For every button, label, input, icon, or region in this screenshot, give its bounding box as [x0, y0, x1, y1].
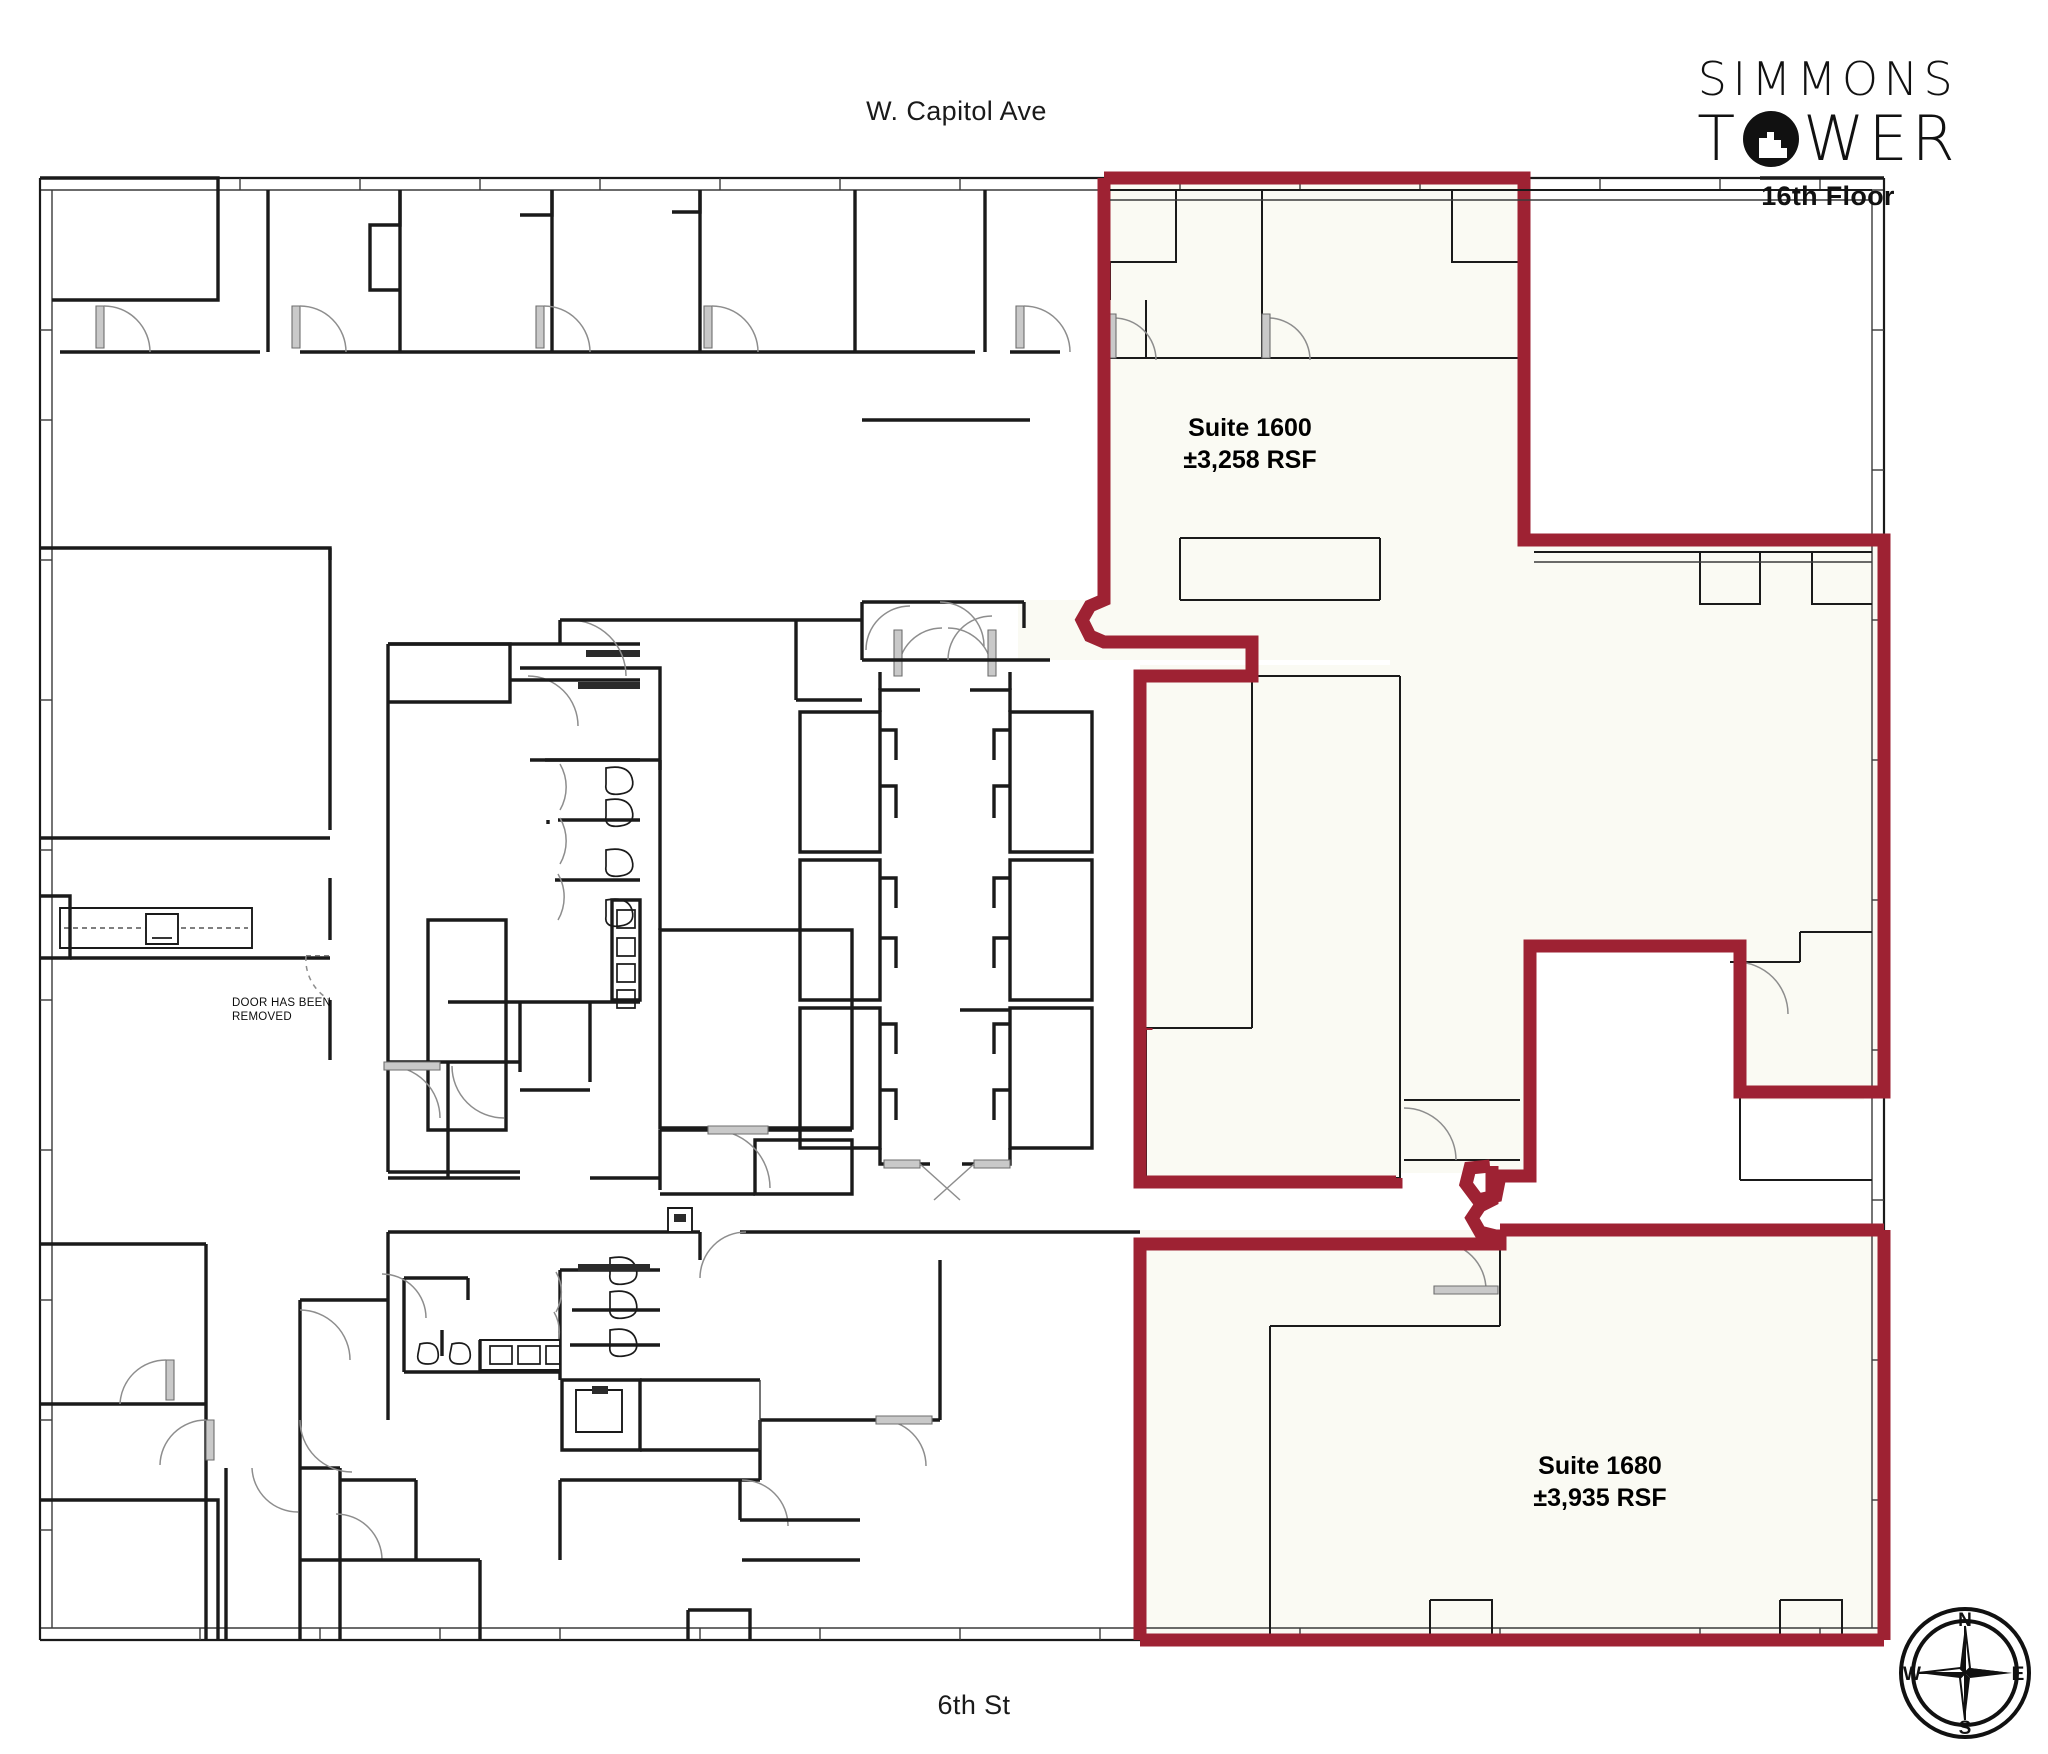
- suite-1600-label: Suite 1600 ±3,258 RSF: [1100, 412, 1400, 476]
- elevator-lobby: [798, 627, 1094, 1201]
- building-tower-circle-mark-icon: [1742, 110, 1800, 168]
- logo-tower-prefix: T: [1697, 102, 1740, 175]
- compass-north: N: [1958, 1610, 1972, 1631]
- suite-1680-fill: [1140, 1230, 1880, 1640]
- door-removed-note: DOOR HAS BEEN REMOVED: [232, 997, 332, 1024]
- core-service-rooms: [383, 918, 854, 1196]
- suite-1680-area: ±3,935 RSF: [1533, 1484, 1667, 1512]
- suite-1600-area: ±3,258 RSF: [1183, 446, 1317, 474]
- west-large-rooms: [40, 546, 342, 1640]
- suite-1680-outline: [1133, 1166, 1891, 1647]
- corridor-fixture: [667, 1207, 693, 1233]
- suite-1600-outline: [1074, 171, 1891, 1208]
- building-logo: SIMMONS T WER 16th Floor: [1658, 56, 1998, 212]
- core-lower-restrooms: [381, 1256, 761, 1452]
- logo-tower-suffix: WER: [1803, 102, 1959, 175]
- center-rooms: [298, 1170, 860, 1640]
- suite-1680-label: Suite 1680 ±3,935 RSF: [1450, 1450, 1750, 1514]
- street-label-south: 6th St: [937, 1690, 1011, 1720]
- core-upper-restrooms: [386, 642, 662, 1172]
- compass-east: E: [2012, 1664, 2025, 1685]
- compass-rose-icon: N E S W: [1896, 1604, 2034, 1742]
- floor-label: 16th Floor: [1761, 181, 1895, 211]
- suite-1680-name: Suite 1680: [1538, 1452, 1662, 1480]
- logo-brand-line-1: SIMMONS: [1697, 52, 1959, 106]
- street-label-north: W. Capitol Ave: [866, 96, 1047, 126]
- logo-brand-line-2: T WER: [1658, 108, 1998, 170]
- walls-over-outline: [1110, 189, 1872, 563]
- northwest-office-band: [60, 190, 1071, 422]
- compass-west: W: [1903, 1664, 1921, 1685]
- suite-1600-name: Suite 1600: [1188, 414, 1312, 442]
- upper-partitions: [388, 605, 1010, 1012]
- suite-1600-fill-b: [1018, 178, 1884, 1178]
- compass-south: S: [1959, 1718, 1972, 1739]
